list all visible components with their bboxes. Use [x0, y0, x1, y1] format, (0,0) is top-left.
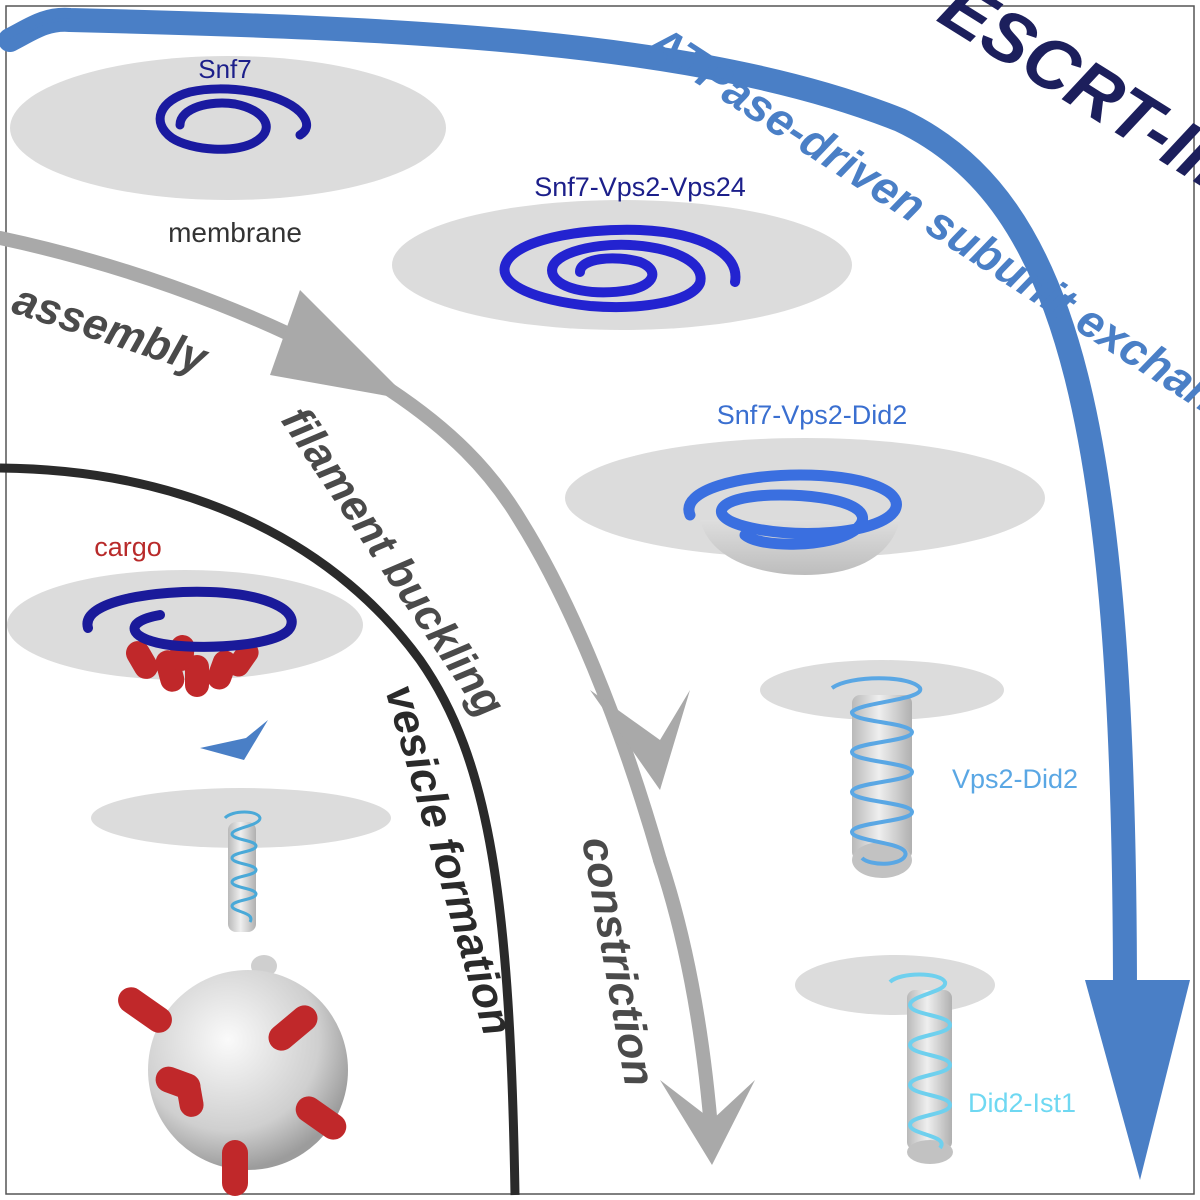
assembly-arrow-head: [270, 290, 410, 400]
small-tube-spiral: [223, 810, 262, 923]
label-snf7: Snf7: [198, 54, 252, 84]
label-vesicle-formation: vesicle formation: [375, 679, 522, 1040]
vps2-did2-spiral: [830, 676, 922, 866]
membrane-disk-small-tube: [91, 788, 391, 848]
snf7-vps2-did2-spiral: [683, 469, 902, 550]
membrane-disk-vps2-did2: [760, 660, 1004, 720]
frame-border: [5, 5, 1195, 1195]
membrane-disk-vps24: [392, 200, 852, 330]
cargo-spiral: [82, 586, 297, 652]
label-snf7-vps2-did2: Snf7-Vps2-Did2: [717, 400, 908, 430]
tube-tip-vps2-did2: [852, 842, 912, 878]
assembly-arrow-shaft: [0, 231, 667, 867]
membrane-disk-did2-ist1: [795, 955, 995, 1015]
exchange-arrow-tail: [9, 18, 71, 42]
buckling-arrow-head: [590, 690, 690, 790]
label-membrane: membrane: [168, 217, 302, 248]
label-did2-ist1: Did2-Ist1: [968, 1088, 1076, 1118]
exchange-arrow-shaft: [0, 7, 1137, 1012]
small-chevron-arrow: [200, 720, 268, 760]
tube-tip-did2-ist1: [907, 1140, 953, 1164]
label-constriction: constriction: [572, 833, 664, 1089]
membrane-disk-cargo: [7, 570, 363, 680]
did2-ist1-spiral: [888, 972, 953, 1150]
vesicle-arrow-line: [0, 463, 520, 1196]
constriction-arrow-shaft: [653, 853, 719, 1147]
label-vps2-did2: Vps2-Did2: [952, 764, 1078, 794]
label-filament-buckling: filament buckling: [272, 398, 515, 725]
label-cargo: cargo: [94, 532, 162, 562]
membrane-disk-snf7: [10, 56, 446, 200]
snf7-spiral: [155, 84, 312, 154]
snf7-vps2-vps24-spiral: [499, 224, 741, 313]
exchange-arrow-head: [1085, 980, 1190, 1180]
vesicle: [118, 955, 348, 1196]
cargo-proteins: [126, 635, 259, 697]
label-snf7-vps2-vps24: Snf7-Vps2-Vps24: [534, 172, 746, 202]
constriction-arrow-head: [660, 1080, 755, 1165]
